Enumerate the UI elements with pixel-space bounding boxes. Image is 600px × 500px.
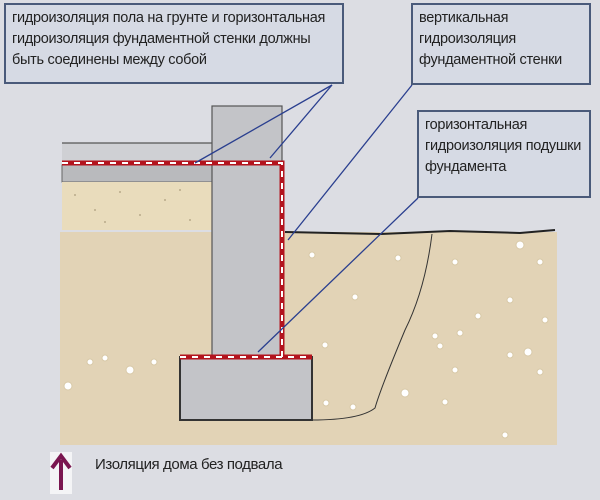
label-footing-waterproofing: горизонтальная гидроизоляция подушки фун… xyxy=(417,110,591,198)
waterproofing-membrane xyxy=(62,160,312,360)
figure-caption: Изоляция дома без подвала xyxy=(95,456,283,473)
label-floor-wall-joint: гидроизоляция пола на грунте и горизонта… xyxy=(4,3,344,84)
leader-lines xyxy=(194,84,419,353)
foundation-wall xyxy=(211,105,283,358)
excavation-line xyxy=(311,233,433,421)
floor-finish xyxy=(62,143,212,163)
soil-pebbles xyxy=(63,240,549,439)
caption-arrow-icon xyxy=(50,452,72,494)
foundation-footing xyxy=(179,356,313,421)
sand-bed xyxy=(62,182,212,230)
ground-line xyxy=(284,229,556,236)
sand-dots xyxy=(74,189,191,223)
floor-slab xyxy=(61,164,213,183)
label-vertical-waterproofing: вертикальная гидроизоляция фундаментной … xyxy=(411,3,591,85)
